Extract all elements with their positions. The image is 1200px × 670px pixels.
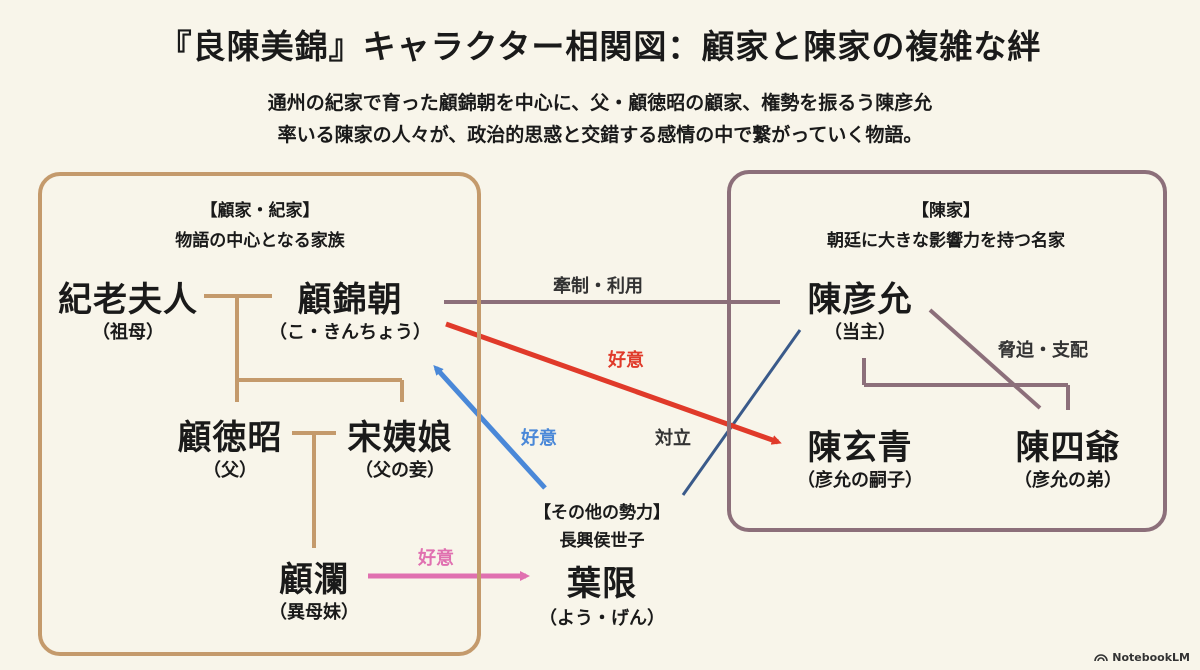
page-title: 『良陳美錦』キャラクター相関図：顧家と陳家の複雑な絆 (158, 27, 1042, 66)
person-gu-lan-note: （異母妹） (269, 602, 359, 623)
gu-family-tree (204, 294, 404, 548)
gu-group-desc: 物語の中心となる家族 (175, 231, 345, 251)
person-ji-lao-name: 紀老夫人 (58, 280, 198, 320)
brand-watermark: NotebookLM (1094, 651, 1190, 664)
person-gu-jinchao-name: 顧錦朝 (297, 280, 403, 320)
love-arrow-blue (433, 365, 547, 490)
opposition-line (681, 329, 802, 496)
notebooklm-logo-icon (1094, 654, 1109, 662)
person-gu-jinchao-note: （こ・きんちょう） (269, 322, 431, 343)
person-ye-xian-name: 葉限 (567, 564, 637, 604)
person-chen-xuanqing-name: 陳玄青 (807, 428, 913, 468)
person-chen-yanyun-name: 陳彦允 (807, 280, 913, 320)
relation-label-opposition: 対立 (655, 428, 691, 449)
person-gu-dezhao-note: （父） (203, 460, 257, 481)
person-gu-dezhao-name: 顧徳昭 (177, 418, 283, 458)
chen-family-box (727, 170, 1167, 532)
relation-label-love-blue: 好意 (521, 428, 557, 449)
person-chen-siye-note: （彦允の弟） (1014, 470, 1122, 491)
person-song-yiniang-note: （父の妾） (355, 460, 445, 481)
gu-family-box (38, 172, 481, 656)
person-chen-siye-name: 陳四爺 (1015, 428, 1121, 468)
brand-label: NotebookLM (1112, 651, 1190, 664)
relation-label-restraint: 牽制・利用 (553, 276, 643, 297)
subtitle-line-1: 通州の紀家で育った顧錦朝を中心に、父・顧徳昭の顧家、権勢を振るう陳彦允 (267, 92, 933, 114)
other-group-desc: 長興侯世子 (559, 531, 645, 551)
subtitle-line-2: 率いる陳家の人々が、政治的思惑と交錯する感情の中で繋がっていく物語。 (277, 124, 923, 146)
love-arrow-red (445, 321, 782, 445)
person-gu-lan-name: 顧瀾 (279, 560, 349, 600)
person-ji-lao-note: （祖母） (92, 322, 164, 343)
relation-label-love-red: 好意 (608, 350, 644, 371)
person-chen-xuanqing-note: （彦允の嗣子） (797, 470, 923, 491)
other-group-heading: 【その他の勢力】 (534, 503, 670, 523)
relation-label-love-pink: 好意 (418, 548, 454, 569)
person-song-yiniang-name: 宋姨娘 (347, 418, 453, 458)
chen-family-lines (444, 300, 1070, 410)
person-chen-yanyun-note: （当主） (824, 322, 896, 343)
person-ye-xian-note: （よう・げん） (539, 608, 665, 629)
chen-group-desc: 朝廷に大きな影響力を持つ名家 (827, 231, 1065, 251)
gu-group-heading: 【顧家・紀家】 (200, 201, 320, 221)
relation-label-threat: 脅迫・支配 (998, 340, 1088, 361)
chen-group-heading: 【陳家】 (912, 201, 980, 221)
